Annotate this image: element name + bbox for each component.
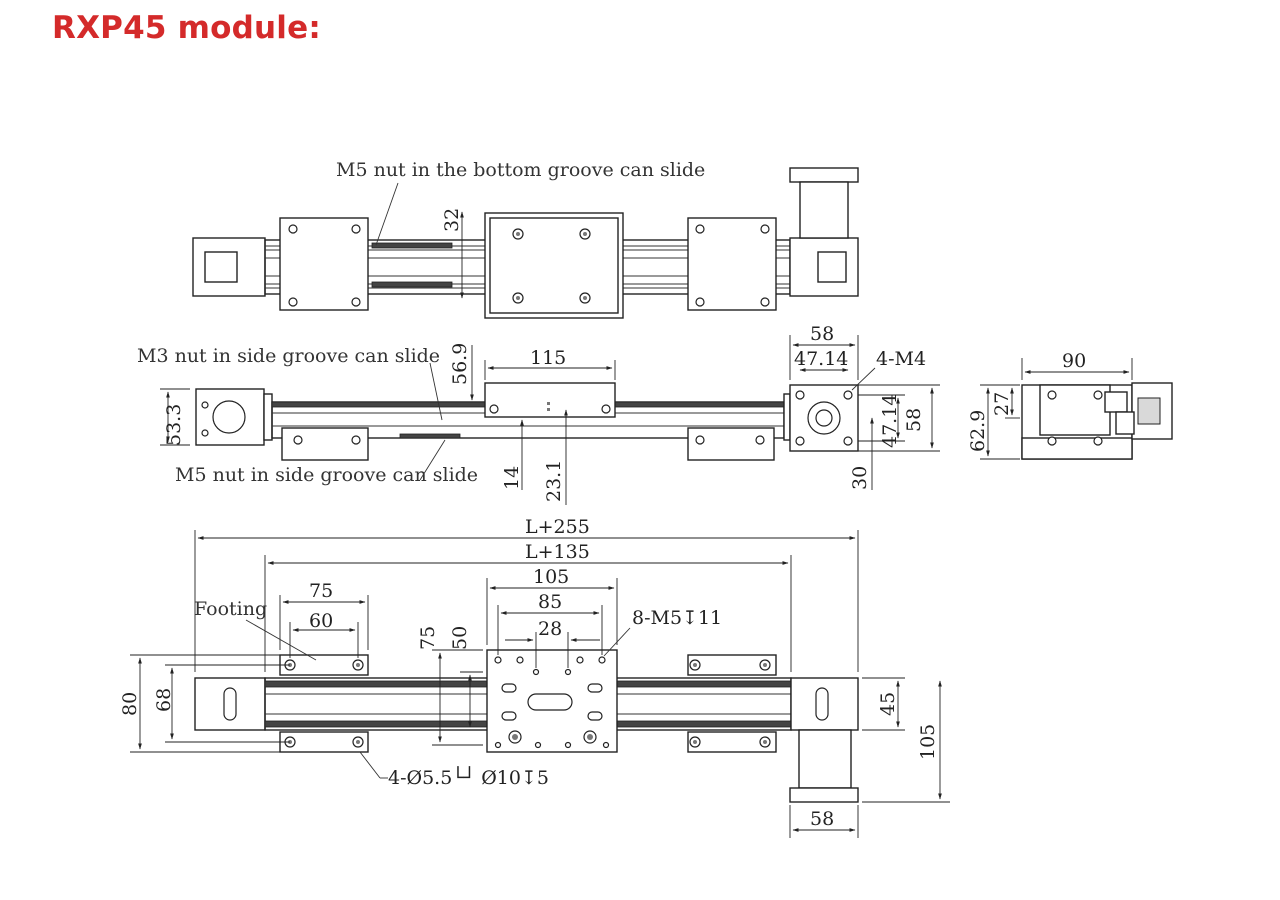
dim-side-30: 30 — [849, 466, 871, 490]
label-foot-holes: 4-Ø5.5└┘ Ø10↧5 — [388, 765, 549, 789]
plan-view: L+255 L+135 105 85 28 8-M5↧11 75 60 Foot… — [119, 516, 950, 838]
label-motor-threads: 4-M4 — [876, 348, 926, 370]
dim-side-115: 115 — [530, 347, 566, 369]
dim-end-27: 27 — [991, 392, 1013, 416]
dim-side-58-v: 58 — [903, 408, 925, 432]
dim-plan-75-v: 75 — [417, 626, 439, 650]
dim-plan-50-v: 50 — [449, 626, 471, 650]
label-side-groove-m3: M3 nut in side groove can slide — [137, 345, 440, 367]
dim-plan-80: 80 — [119, 692, 141, 716]
dim-side-47-14-h: 47.14 — [794, 348, 848, 370]
dim-plan-105-v: 105 — [917, 724, 939, 760]
dim-end-90: 90 — [1062, 350, 1086, 372]
dim-plan-58: 58 — [810, 808, 834, 830]
dim-side-23-1: 23.1 — [543, 460, 565, 502]
dim-side-58: 58 — [810, 323, 834, 345]
dim-plan-L255: L+255 — [525, 516, 590, 538]
dim-plan-105: 105 — [533, 566, 569, 588]
dim-plan-45: 45 — [877, 692, 899, 716]
side-view: 53.3 56.9 115 14 23.1 58 47.14 4-M4 58 4… — [137, 323, 940, 505]
label-side-groove-m5: M5 nut in side groove can slide — [175, 464, 478, 486]
dim-end-62-9: 62.9 — [967, 410, 989, 452]
dim-top-32: 32 — [441, 208, 463, 232]
dim-plan-85: 85 — [538, 591, 562, 613]
dim-plan-L135: L+135 — [525, 541, 590, 563]
label-bottom-groove: M5 nut in the bottom groove can slide — [336, 159, 705, 181]
top-view: 32 M5 nut in the bottom groove can slide — [192, 159, 859, 319]
dim-plan-28: 28 — [538, 618, 562, 640]
label-mount-holes: 8-M5↧11 — [632, 607, 722, 629]
dim-side-47-14-v: 47.14 — [879, 394, 901, 448]
dim-plan-75: 75 — [309, 580, 333, 602]
dim-plan-60: 60 — [309, 610, 333, 632]
dim-side-14: 14 — [501, 466, 523, 490]
dim-side-56-9: 56.9 — [449, 343, 471, 385]
dim-side-53-3: 53.3 — [163, 404, 185, 446]
end-view: 90 62.9 27 — [967, 350, 1173, 460]
label-footing: Footing — [194, 598, 267, 620]
page-title: RXP45 module: — [52, 10, 321, 46]
dim-plan-68: 68 — [153, 688, 175, 712]
